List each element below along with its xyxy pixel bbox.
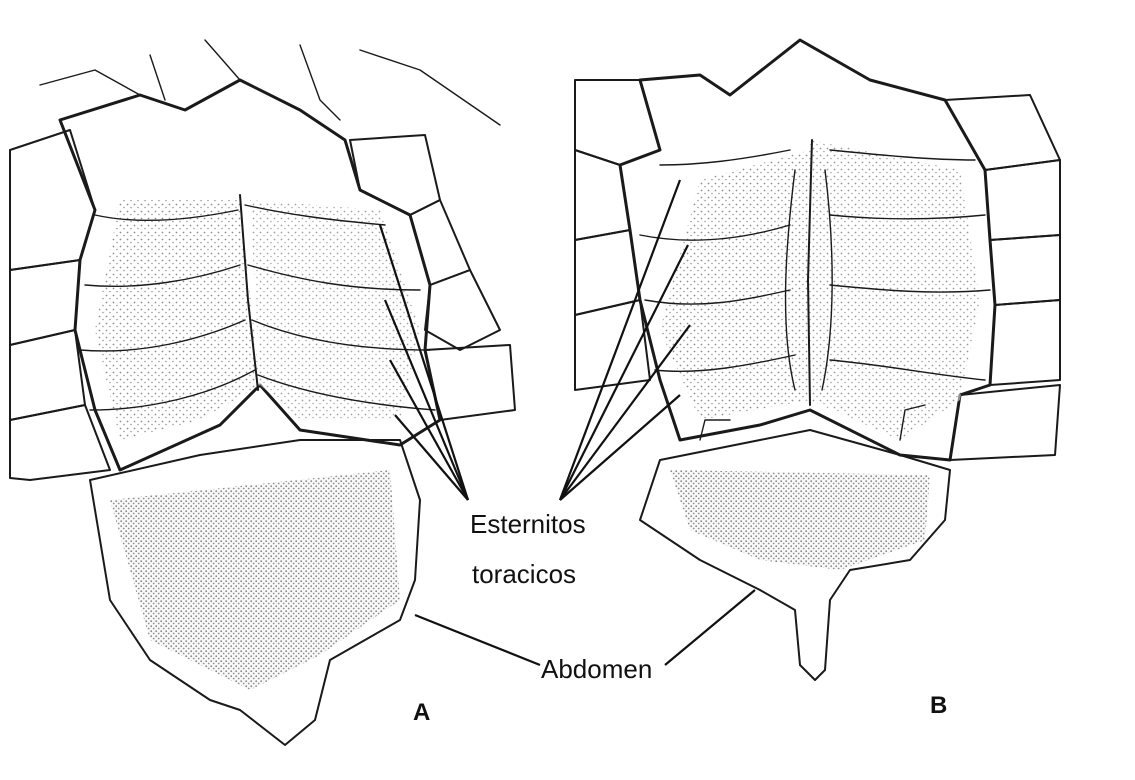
panel-b-right-segment-3 xyxy=(990,235,1060,305)
panel-a-plate-shading-left xyxy=(95,200,260,440)
panel-b-drawing xyxy=(575,40,1060,680)
label-sternites-line1: Esternitos xyxy=(470,509,586,539)
label-abdomen: Abdomen xyxy=(541,654,652,684)
panel-b-left-segment-1 xyxy=(575,80,660,165)
panel-a-abdomen-shading xyxy=(110,470,400,690)
label-sternites-line2: toracicos xyxy=(472,559,576,589)
panel-b-right-segment-2 xyxy=(985,160,1060,240)
panel-a-carapace-lines xyxy=(40,40,500,125)
panel-b-right-segment-5 xyxy=(950,385,1060,460)
panel-a-left-segment-4 xyxy=(10,405,110,480)
panel-b-right-segment-4 xyxy=(990,300,1060,385)
panel-a-drawing xyxy=(10,40,515,745)
panel-a-plate-shading-right xyxy=(250,200,420,420)
panel-a-right-segment-1 xyxy=(350,135,440,215)
label-panel-a: A xyxy=(413,699,430,726)
panel-a-right-segment-3 xyxy=(425,270,500,350)
label-panel-b: B xyxy=(930,692,947,719)
panel-b-abdomen-shading xyxy=(670,470,930,570)
panel-b-plate-shading-left xyxy=(660,150,810,420)
